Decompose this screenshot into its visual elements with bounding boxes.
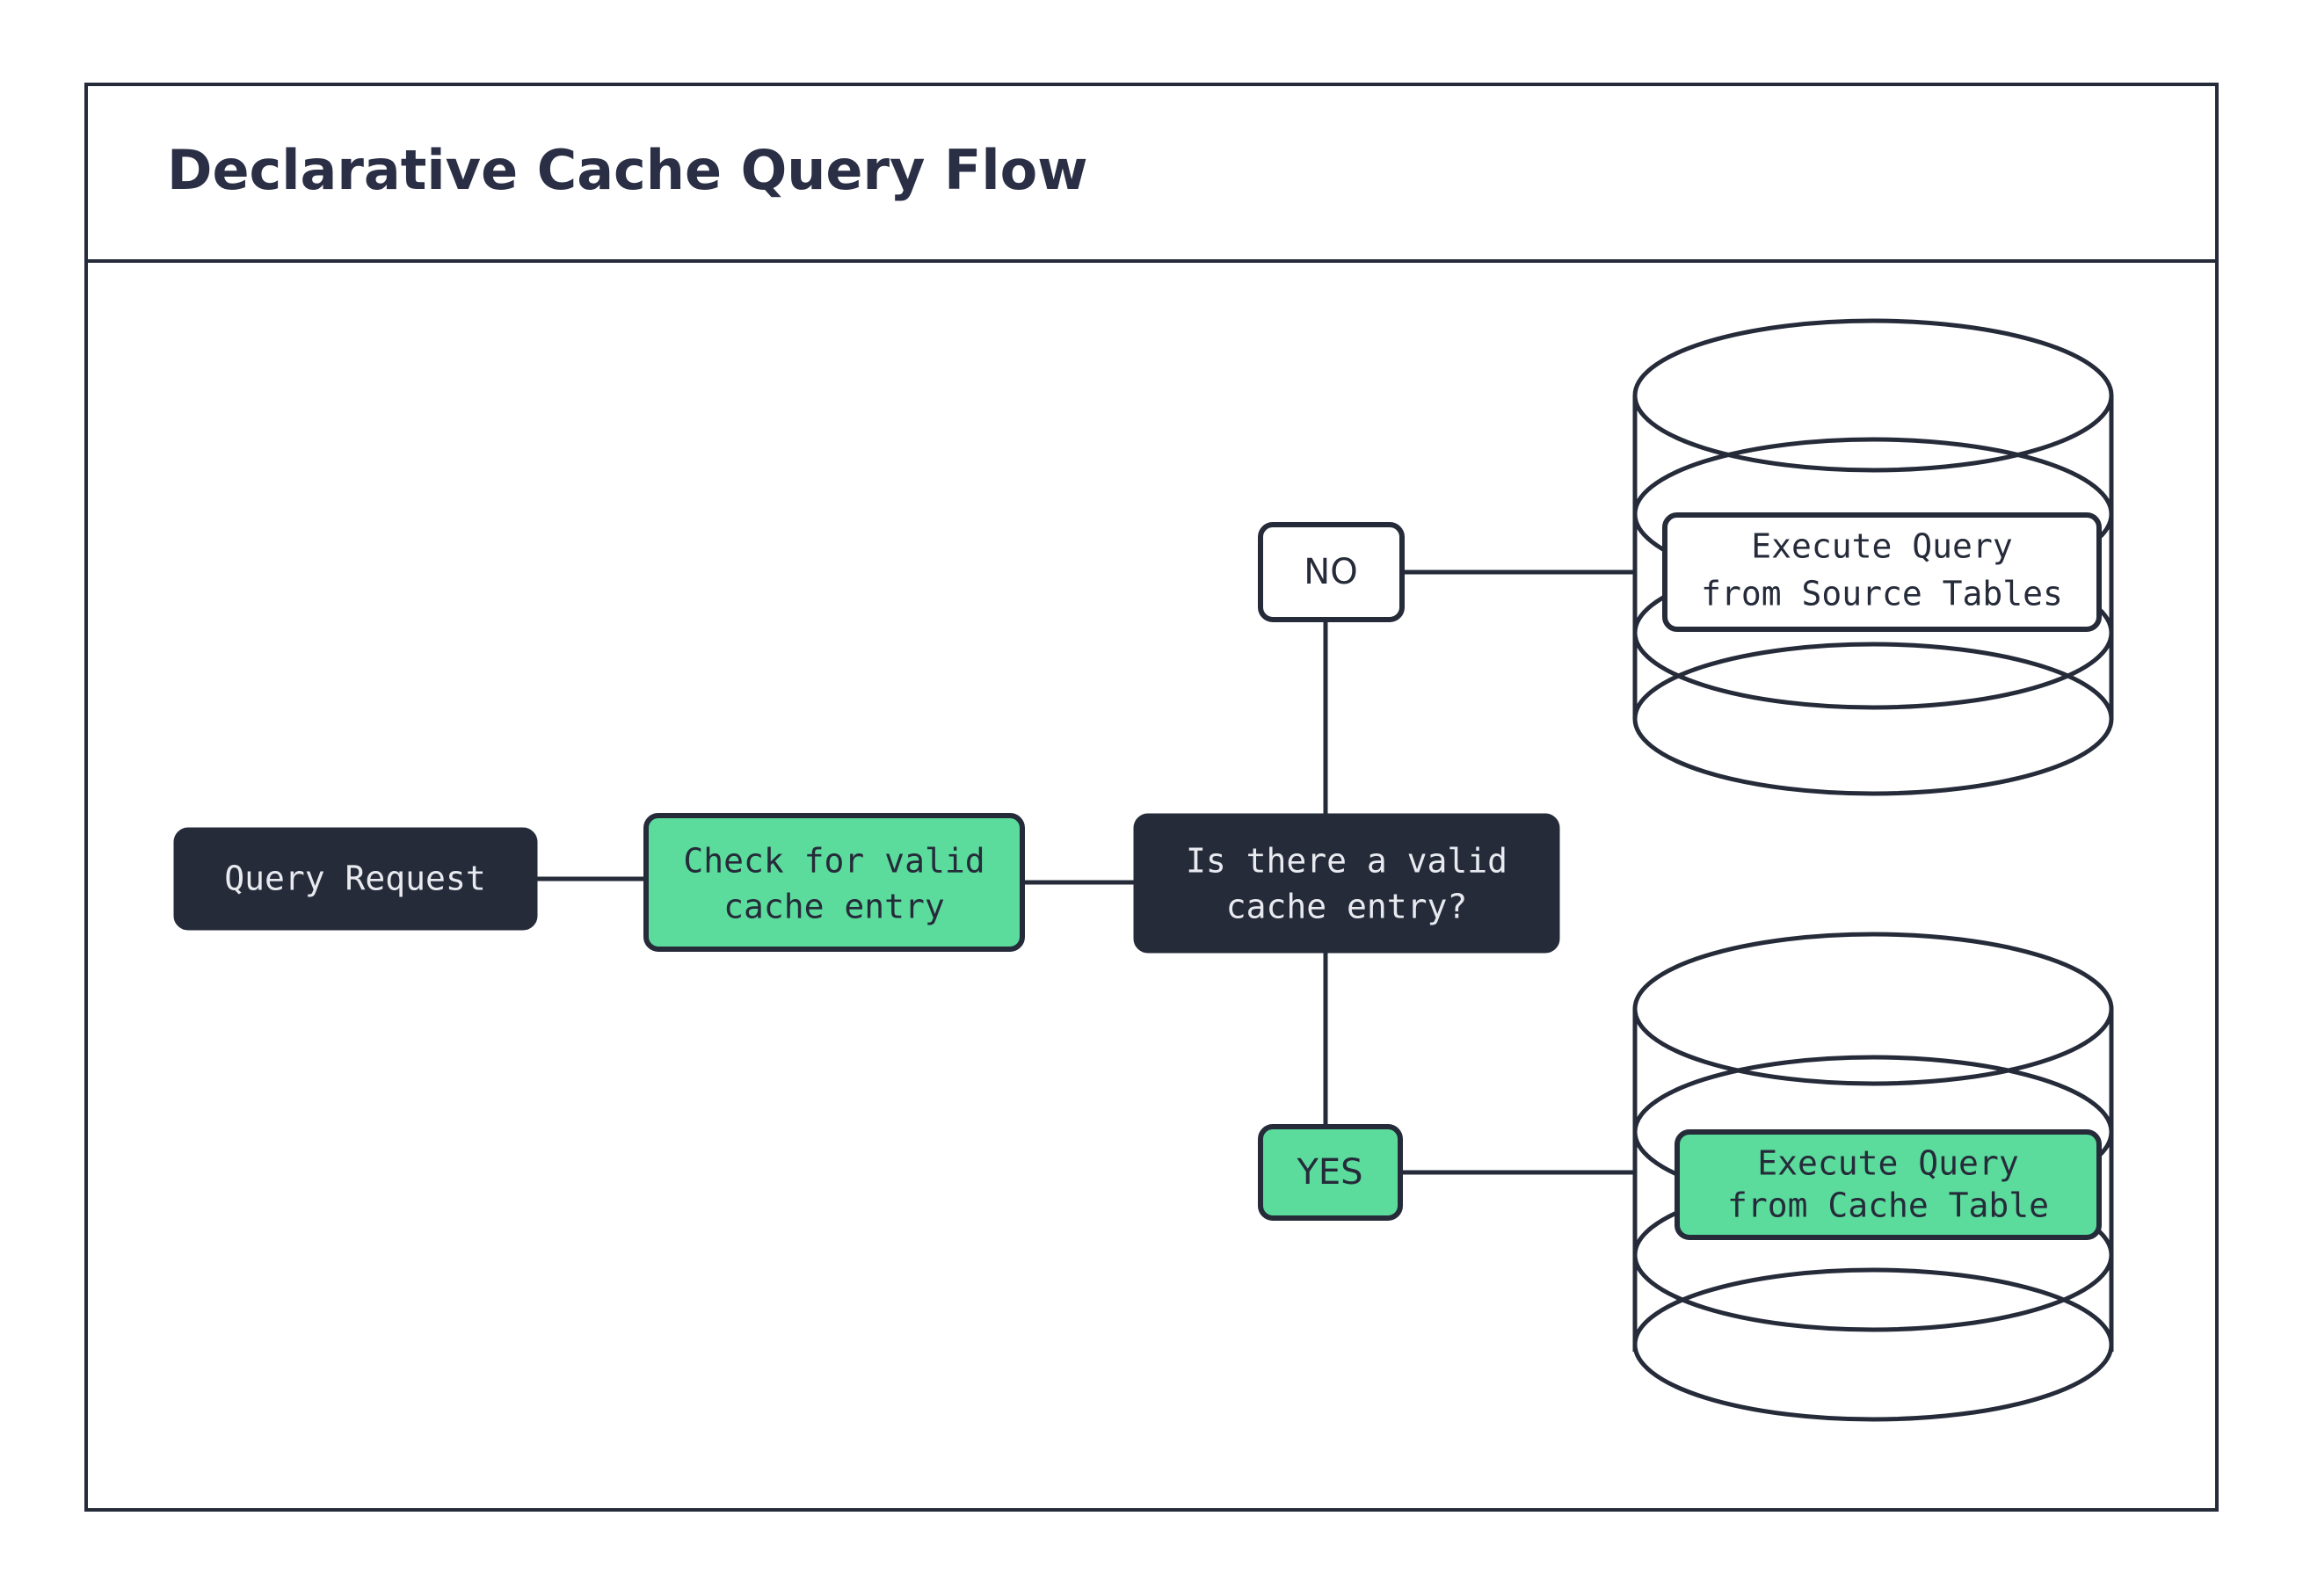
node-cache-table[interactable]: Execute Query from Cache Table	[1675, 1129, 2102, 1240]
cylinder-disk-bottom	[1632, 1267, 2114, 1422]
source-tables-label-line1: Execute Query	[1751, 527, 2012, 566]
diagram-title: Declarative Cache Query Flow	[167, 138, 1088, 202]
cache-table-label-line1: Execute Query	[1757, 1144, 2018, 1183]
node-query-request[interactable]: Query Request	[173, 827, 538, 931]
node-check-cache[interactable]: Check for valid cache entry	[643, 813, 1025, 952]
source-tables-label-line2: from Source Tables	[1701, 575, 2063, 613]
check-cache-label-line2: cache entry	[723, 888, 945, 926]
diagram-frame	[84, 83, 2219, 1512]
node-branch-no[interactable]: NO	[1258, 522, 1405, 622]
branch-yes-label: YES	[1296, 1152, 1362, 1193]
cache-table-label-line2: from Cache Table	[1727, 1186, 2049, 1225]
node-decision[interactable]: Is there a valid cache entry?	[1133, 813, 1560, 954]
node-branch-yes[interactable]: YES	[1258, 1124, 1403, 1221]
node-source-tables[interactable]: Execute Query from Source Tables	[1662, 512, 2102, 632]
branch-no-label: NO	[1304, 552, 1357, 592]
query-request-label: Query Request	[224, 860, 485, 898]
cylinder-disk-bottom	[1632, 642, 2114, 796]
decision-label-line1: Is there a valid	[1186, 842, 1507, 881]
cylinder-disk-top	[1632, 318, 2114, 473]
check-cache-label-line1: Check for valid	[683, 842, 984, 881]
cylinder-disk-top	[1632, 932, 2114, 1086]
decision-label-line2: cache entry?	[1226, 888, 1468, 926]
